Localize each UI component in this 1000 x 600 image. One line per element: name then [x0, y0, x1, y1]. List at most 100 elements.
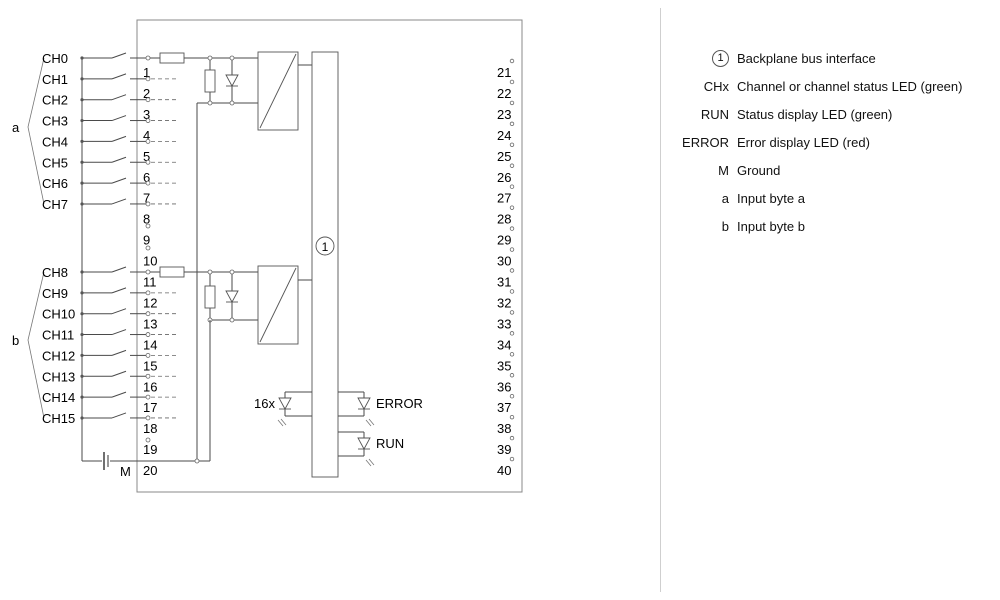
terminal-left-11: 11 — [143, 275, 157, 290]
channel-b-terminal-6 — [145, 394, 151, 400]
terminal-right-21: 21 — [497, 65, 511, 80]
channel-a-terminal-5 — [145, 159, 151, 165]
channel-a-terminal-0 — [145, 55, 151, 61]
terminal-right-node-40 — [509, 456, 515, 462]
channel-b-junction-5 — [80, 374, 84, 378]
bus-marker-circle — [315, 236, 335, 256]
terminal-right-node-33 — [509, 310, 515, 315]
terminal-right-node-25 — [509, 142, 515, 147]
terminal-right-node-27 — [509, 184, 515, 189]
terminal-left-3: 3 — [143, 107, 150, 122]
run-label: RUN — [376, 436, 404, 451]
terminal-left-10: 10 — [143, 254, 157, 269]
channel-a-terminal-2 — [145, 97, 151, 103]
channel-a-junction-0 — [80, 56, 84, 60]
ground-label: M — [120, 464, 131, 479]
channel-a-switch-6 — [111, 177, 127, 184]
terminal-right-34: 34 — [497, 337, 511, 352]
spare-terminal-1 — [145, 245, 151, 251]
legend-key: CHx — [703, 78, 729, 94]
terminal-right-23: 23 — [497, 107, 511, 122]
terminal-right-node-32 — [509, 289, 515, 294]
terminal-right-node-29 — [509, 226, 515, 231]
terminal-right-28: 28 — [497, 212, 511, 227]
channel-b-label-3: CH11 — [42, 328, 74, 343]
channel-b-terminal-1 — [145, 290, 151, 296]
channel-b-switch-7 — [111, 412, 127, 419]
legend-description: Backplane bus interface — [737, 50, 876, 66]
terminal-right-40: 40 — [497, 463, 511, 478]
terminal-left-7: 7 — [143, 191, 150, 206]
terminal-right-26: 26 — [497, 170, 511, 185]
legend-description: Channel or channel status LED (green) — [737, 78, 963, 94]
channel-b-switch-5 — [111, 370, 127, 377]
resistor-upper — [159, 52, 185, 64]
channel-b-switch-6 — [111, 391, 127, 398]
channel-a-label-1: CH1 — [42, 72, 68, 87]
channel-a-junction-7 — [80, 202, 84, 206]
channel-b-switch-2 — [111, 308, 127, 315]
channel-a-switch-0 — [111, 52, 127, 59]
terminal-left-2: 2 — [143, 86, 150, 101]
terminal-right-39: 39 — [497, 442, 511, 457]
channel-a-label-3: CH3 — [42, 114, 68, 129]
terminal-left-14: 14 — [143, 337, 157, 352]
channel-b-terminal-0 — [145, 269, 151, 275]
channel-b-junction-7 — [80, 416, 84, 420]
terminal-left-5: 5 — [143, 149, 150, 164]
terminal-left-9: 9 — [143, 233, 150, 248]
channel-a-label-2: CH2 — [42, 93, 68, 108]
error-label: ERROR — [376, 396, 423, 411]
group-b-label: b — [12, 333, 19, 348]
column-divider — [660, 8, 661, 592]
terminal-left-20: 20 — [143, 463, 157, 478]
error-led-icon — [338, 391, 375, 427]
led-count-label: 16x — [254, 396, 275, 411]
terminal-right-25: 25 — [497, 149, 511, 164]
terminal-right-node-39 — [509, 435, 515, 441]
channel-a-switch-5 — [111, 156, 127, 163]
legend-description: Input byte b — [737, 218, 805, 234]
resistor-vertical-upper — [204, 69, 216, 93]
legend-description: Ground — [737, 162, 781, 178]
terminal-right-node-35 — [509, 352, 515, 357]
terminal-right-35: 35 — [497, 358, 511, 373]
channel-b-terminal-5 — [145, 373, 151, 379]
terminal-right-38: 38 — [497, 421, 511, 436]
terminal-left-4: 4 — [143, 128, 150, 143]
channel-b-label-4: CH12 — [42, 348, 75, 363]
terminal-right-30: 30 — [497, 254, 511, 269]
channel-a-terminal-3 — [145, 118, 151, 123]
terminal-right-31: 31 — [497, 275, 511, 290]
channel-b-terminal-2 — [145, 311, 151, 317]
spare-terminal-0 — [145, 223, 151, 229]
bus-marker-number: 1 — [322, 240, 329, 254]
channel-a-switch-2 — [111, 94, 127, 101]
channel-a-switch-4 — [111, 135, 127, 142]
terminal-right-node-37 — [509, 394, 515, 399]
channel-b-junction-2 — [80, 312, 84, 316]
terminal-left-1: 1 — [143, 65, 150, 80]
channel-a-terminal-7 — [145, 201, 151, 207]
legend-key: 1 — [675, 49, 737, 67]
channel-a-label-5: CH5 — [42, 155, 68, 170]
channel-a-switch-7 — [111, 198, 127, 205]
terminal-right-27: 27 — [497, 191, 511, 206]
channel-a-label-7: CH7 — [42, 197, 68, 212]
group-a-brace — [27, 57, 45, 205]
terminal-left-16: 16 — [143, 379, 157, 394]
channel-a-label-6: CH6 — [42, 176, 68, 191]
channel-a-junction-1 — [80, 77, 84, 81]
terminal-right-37: 37 — [497, 400, 511, 415]
channel-b-terminal-7 — [145, 415, 151, 421]
spare-terminal-2 — [145, 437, 151, 443]
terminal-right-node-23 — [509, 100, 515, 106]
terminal-right-node-31 — [509, 268, 515, 273]
run-led-icon — [338, 431, 375, 467]
